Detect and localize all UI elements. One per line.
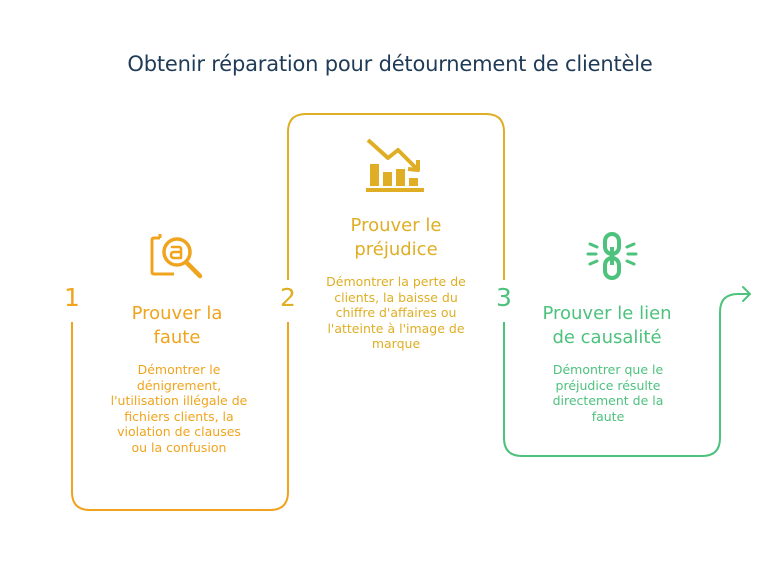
end-arrow-head <box>742 286 751 302</box>
step1-title: Prouver la faute <box>131 303 223 348</box>
step2-title: Prouver le préjudice <box>350 215 442 260</box>
step1-description: Démontrer le dénigrement, l'utilisation … <box>110 362 248 455</box>
step2-frame <box>287 113 505 280</box>
step3-description: Démontrer que le préjudice résulte direc… <box>552 362 664 424</box>
step3-frame <box>503 293 750 457</box>
step1-frame <box>71 322 289 511</box>
chain-link-icon <box>586 232 638 280</box>
step1-number: 1 <box>64 283 80 312</box>
magnifier-document-icon <box>150 234 203 279</box>
step2-number: 2 <box>280 283 296 312</box>
diagram-title: Obtenir réparation pour détournement de … <box>127 52 653 76</box>
step3-number: 3 <box>496 283 512 312</box>
declining-chart-icon <box>366 138 424 192</box>
step3-title: Prouver le lien de causalité <box>542 303 672 348</box>
step2-description: Démontrer la perte de clients, la baisse… <box>326 274 466 351</box>
